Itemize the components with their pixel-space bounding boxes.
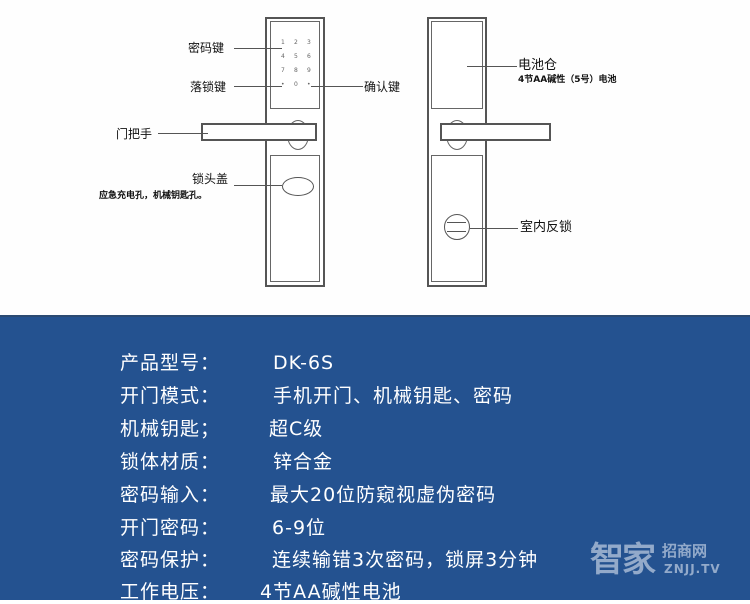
spec-row-model: 产品型号： DK-6S [120,351,333,375]
keypad-grid: 1 2 3 4 5 6 7 8 9 • 0 • [277,40,317,100]
label-password-keys: 密码键 [188,41,225,55]
label-lock-key: 落锁键 [190,80,227,94]
key-5: 5 [294,53,298,60]
watermark-sub: 招商网 [662,542,708,560]
spec-label: 密码输入： [120,484,221,506]
key-lock: • [281,81,285,88]
spec-row-unlock-mode: 开门模式： 手机开门、机械钥匙、密码 [120,384,512,408]
front-lower-panel [270,155,320,282]
knob-bar [447,222,466,232]
label-battery-compartment: 电池仓 [518,58,558,73]
key-2: 2 [294,39,298,46]
spec-label: 开门模式： [120,385,221,407]
spec-value: 超C级 [269,418,324,440]
leader-line [234,48,282,49]
spec-row-working-voltage: 工作电压： 4节AA碱性电池 [120,580,401,604]
spec-value: DK-6S [273,352,335,374]
spec-label: 密码保护： [120,549,221,571]
leader-line [467,66,517,67]
back-door-handle [440,123,551,141]
watermark-domain: ZNJJ.TV [664,562,721,576]
key-9: 9 [307,67,311,74]
leader-line [158,133,208,134]
spec-row-body-material: 锁体材质： 锌合金 [120,450,332,474]
leader-line [470,228,518,229]
spec-row-unlock-password: 开门密码： 6-9位 [120,516,325,540]
key-8: 8 [294,67,298,74]
spec-row-password-input: 密码输入： 最大20位防窥视虚伪密码 [120,483,495,507]
label-lock-cover: 锁头盖 [192,172,229,186]
watermark-main: 智家 [590,540,656,580]
label-battery-note: 4节AA碱性（5号）电池 [518,75,617,85]
label-lock-cover-note: 应急充电孔，机械钥匙孔。 [99,191,208,201]
key-6: 6 [307,53,311,60]
spec-label: 锁体材质： [120,451,221,473]
indoor-deadlock-knob [444,214,470,240]
key-3: 3 [307,39,311,46]
label-indoor-deadlock: 室内反锁 [520,220,573,235]
label-door-handle: 门把手 [116,127,153,141]
key-confirm: • [307,81,311,88]
key-0: 0 [294,81,298,88]
spec-row-password-protection: 密码保护： 连续输错3次密码，锁屏3分钟 [120,548,537,572]
label-confirm-key: 确认键 [364,80,401,94]
leader-line [234,86,282,87]
spec-panel [0,315,750,600]
spec-value: 4节AA碱性电池 [260,581,402,603]
battery-compartment [431,21,483,109]
spec-value: 最大20位防窥视虚伪密码 [270,484,497,506]
spec-row-mechanical-key: 机械钥匙； 超C级 [120,417,322,441]
lock-cover-oval [282,177,314,196]
spec-value: 锌合金 [273,451,334,473]
keypad-area [270,21,320,109]
spec-label: 开门密码： [120,517,221,539]
key-1: 1 [281,39,285,46]
spec-value: 6-9位 [272,517,327,539]
key-7: 7 [281,67,285,74]
spec-value: 手机开门、机械钥匙、密码 [273,385,514,407]
spec-label: 机械钥匙； [120,418,221,440]
watermark-logo: 智家 招商网 ZNJJ.TV [588,538,738,582]
lock-diagram: 1 2 3 4 5 6 7 8 9 • 0 • 密码键 落锁键 确认键 门把手 … [99,17,617,287]
spec-value: 连续输错3次密码，锁屏3分钟 [272,549,539,571]
front-door-handle [201,123,317,141]
key-4: 4 [281,53,285,60]
leader-line [311,86,363,87]
spec-label: 工作电压： [120,581,221,603]
leader-line [234,185,282,186]
spec-label: 产品型号： [120,352,221,374]
